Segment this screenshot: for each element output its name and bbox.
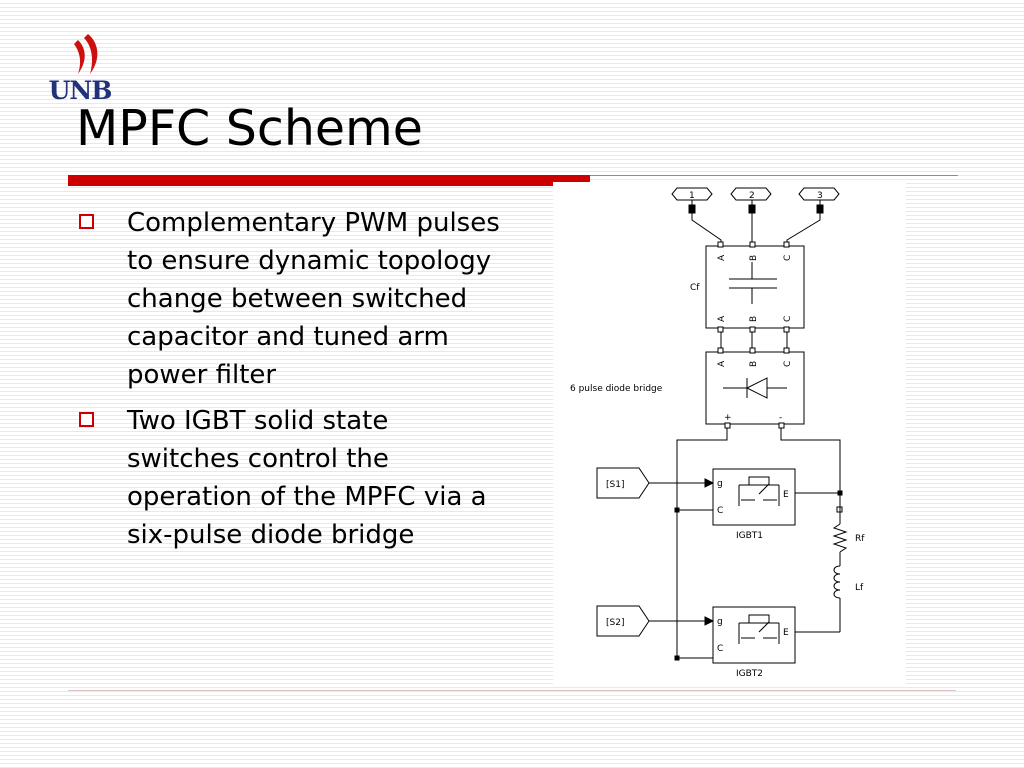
- unb-logo-mark: [74, 34, 98, 74]
- bullet-item: Two IGBT solid state switches control th…: [76, 402, 506, 554]
- cap-top-terminal-a: A: [717, 254, 727, 261]
- page-title: MPFC Scheme: [76, 100, 423, 157]
- goto-s1: [596, 467, 650, 499]
- cap-bottom-terminal-a: A: [717, 315, 727, 322]
- igbt1-e-terminal: E: [783, 490, 789, 500]
- mpfc-circuit-diagram: 1 2 3 Cf A B C A B C 6 pulse diode bridg…: [553, 182, 906, 685]
- capacitor-label: Cf: [690, 283, 700, 293]
- resistor-label: Rf: [855, 534, 865, 544]
- bridge-label: 6 pulse diode bridge: [570, 384, 663, 394]
- inductor-lf: [833, 565, 841, 599]
- bullet-text: Two IGBT solid state switches control th…: [127, 406, 487, 550]
- cap-bottom-terminal-c: C: [783, 316, 793, 322]
- bridge-terminal-c: C: [783, 361, 793, 367]
- bullet-item: Complementary PWM pulses to ensure dynam…: [76, 204, 506, 394]
- bridge-terminal-b: B: [749, 361, 759, 367]
- goto-s1-label: [S1]: [606, 480, 624, 490]
- bridge-plus-terminal: +: [724, 413, 732, 423]
- port-2-label: 2: [749, 191, 755, 201]
- bullet-text: Complementary PWM pulses to ensure dynam…: [127, 208, 500, 390]
- cap-bottom-terminal-b: B: [749, 316, 759, 322]
- port-1: [671, 187, 713, 214]
- cap-top-terminal-b: B: [749, 255, 759, 261]
- igbt2-g-terminal: g: [717, 617, 723, 627]
- bridge-terminal-a: A: [717, 360, 727, 367]
- igbt2-c-terminal: C: [717, 644, 723, 654]
- bullet-box-icon: [79, 214, 94, 229]
- bullet-box-icon: [79, 412, 94, 427]
- igbt2-e-terminal: E: [783, 628, 789, 638]
- port-3: [798, 187, 840, 214]
- bullet-list: Complementary PWM pulses to ensure dynam…: [76, 204, 506, 562]
- resistor-rf: [832, 523, 848, 553]
- igbt1-label: IGBT1: [736, 531, 763, 541]
- port-1-label: 1: [689, 191, 695, 201]
- igbt1-c-terminal: C: [717, 506, 723, 516]
- logo-text: UNB: [48, 76, 113, 105]
- igbt2-label: IGBT2: [736, 669, 763, 679]
- bridge-minus-terminal: -: [779, 413, 782, 423]
- goto-s2: [596, 605, 650, 637]
- goto-s2-label: [S2]: [606, 618, 624, 628]
- cap-top-terminal-c: C: [783, 255, 793, 261]
- unb-logo: UNB: [44, 30, 116, 106]
- circuit-svg: 1 2 3 Cf A B C A B C 6 pulse diode bridg…: [570, 187, 865, 679]
- port-3-label: 3: [817, 191, 823, 201]
- port-2: [730, 187, 772, 214]
- title-divider-red: [68, 175, 590, 186]
- igbt1-g-terminal: g: [717, 479, 723, 489]
- inductor-label: Lf: [855, 583, 864, 593]
- footer-divider: [68, 690, 956, 691]
